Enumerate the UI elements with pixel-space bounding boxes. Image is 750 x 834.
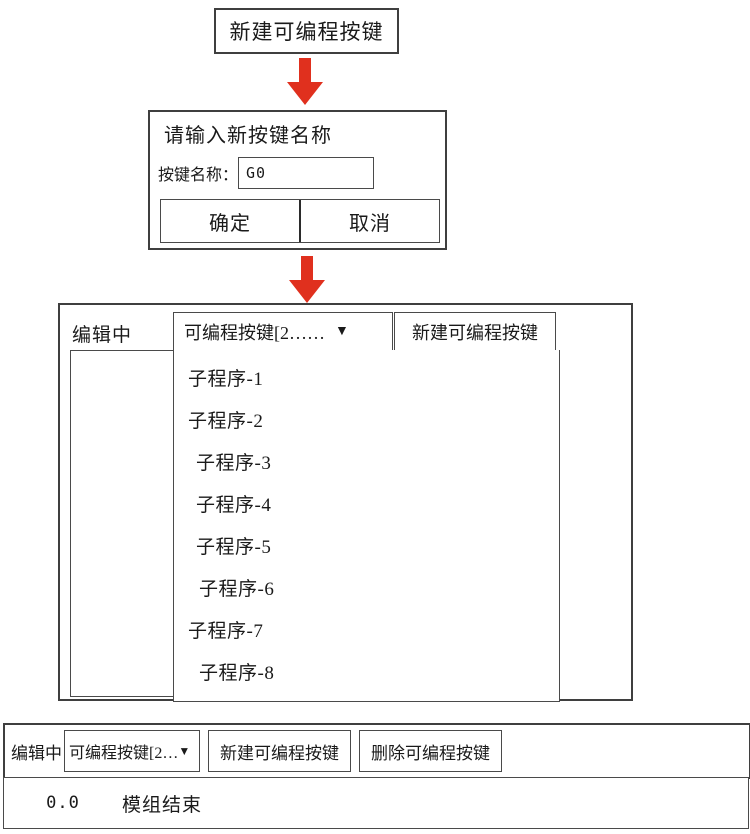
chevron-down-icon: ▼ <box>335 324 349 339</box>
list-item[interactable]: 子程序-5 <box>174 524 559 566</box>
cancel-button-label: 取消 <box>349 212 391 235</box>
program-line-text: 模组结束 <box>122 794 203 816</box>
bottom-status-label: 编辑中 <box>11 743 62 763</box>
list-item[interactable]: 子程序-2 <box>174 398 559 440</box>
key-name-input-value: G0 <box>246 164 267 182</box>
key-name-label: 按键名称： <box>158 167 239 184</box>
bottom-new-programmable-key-button[interactable]: 新建可编程按键 <box>208 730 351 772</box>
editor-status-label: 编辑中 <box>72 325 133 346</box>
programmable-key-dropdown[interactable]: 可编程按键[2…… ▼ <box>173 312 393 352</box>
list-item-label: 子程序-3 <box>196 452 272 474</box>
programmable-key-dropdown-value: 可编程按键[2…… <box>184 323 325 343</box>
list-item[interactable]: 子程序-1 <box>174 356 559 398</box>
list-item[interactable]: 子程序-6 <box>174 566 559 608</box>
bottom-toolbar: 编辑中 可编程按键[2… ▼ 新建可编程按键 删除可编程按键 <box>3 723 750 779</box>
dialog-title: 请输入新按键名称 <box>164 125 332 147</box>
dialog-button-row: 确定 取消 <box>160 199 440 243</box>
list-item-label: 子程序-5 <box>196 536 272 558</box>
bottom-delete-programmable-key-label: 删除可编程按键 <box>371 743 490 763</box>
cancel-button[interactable]: 取消 <box>301 200 439 242</box>
list-item[interactable]: 子程序-3 <box>174 440 559 482</box>
chevron-down-icon: ▼ <box>178 743 191 758</box>
list-item-label: 子程序-4 <box>196 494 272 516</box>
program-line-row[interactable]: 0.0 模组结束 <box>3 777 749 829</box>
bottom-new-programmable-key-label: 新建可编程按键 <box>220 743 339 763</box>
confirm-button-label: 确定 <box>209 212 251 235</box>
editor-left-column <box>70 350 177 697</box>
new-key-dialog: 请输入新按键名称 按键名称： G0 确定 取消 <box>148 110 447 250</box>
new-programmable-key-button[interactable]: 新建可编程按键 <box>394 312 556 352</box>
programmable-key-editor-panel: 编辑中 可编程按键[2…… ▼ 新建可编程按键 子程序-1 子程序-2 子程序-… <box>58 303 633 702</box>
bottom-programmable-key-dropdown[interactable]: 可编程按键[2… ▼ <box>64 730 200 772</box>
key-name-input[interactable]: G0 <box>238 157 375 189</box>
bottom-delete-programmable-key-button[interactable]: 删除可编程按键 <box>359 730 502 772</box>
bottom-section: 编辑中 可编程按键[2… ▼ 新建可编程按键 删除可编程按键 0.0 模组结束 <box>3 723 750 831</box>
list-item[interactable]: 子程序-7 <box>174 608 559 650</box>
new-programmable-key-box[interactable]: 新建可编程按键 <box>214 8 399 54</box>
list-item-label: 子程序-2 <box>188 410 264 432</box>
down-arrow-icon-1 <box>286 58 324 106</box>
list-item-label: 子程序-7 <box>188 620 264 642</box>
new-programmable-key-button-label: 新建可编程按键 <box>412 323 538 343</box>
list-item-label: 子程序-8 <box>199 662 275 684</box>
key-name-field-row: 按键名称： G0 <box>158 157 375 189</box>
confirm-button[interactable]: 确定 <box>161 200 301 242</box>
down-arrow-icon-2 <box>288 256 326 304</box>
list-item[interactable]: 子程序-4 <box>174 482 559 524</box>
subprogram-list[interactable]: 子程序-1 子程序-2 子程序-3 子程序-4 子程序-5 子程序-6 子程序-… <box>173 350 560 702</box>
program-line-number: 0.0 <box>46 793 80 813</box>
bottom-programmable-key-dropdown-value: 可编程按键[2… <box>69 745 179 762</box>
list-item-label: 子程序-1 <box>188 368 264 390</box>
list-item-label: 子程序-6 <box>199 578 275 600</box>
list-item[interactable]: 子程序-8 <box>174 650 559 692</box>
new-programmable-key-label: 新建可编程按键 <box>229 20 384 44</box>
